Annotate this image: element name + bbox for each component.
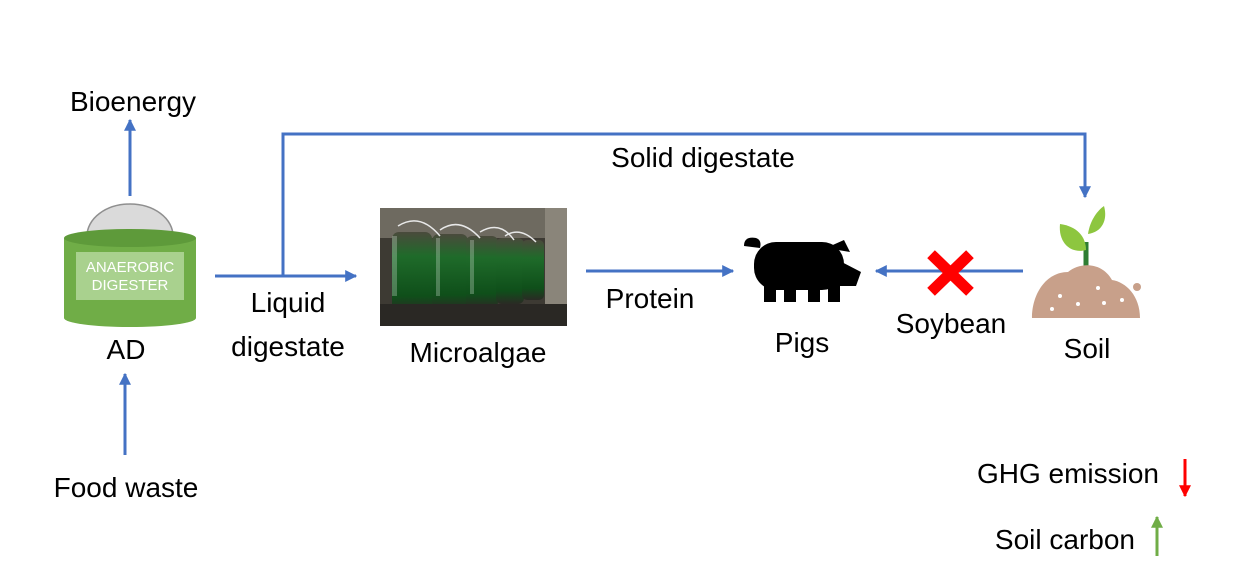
node-soil-label: Soil	[1064, 333, 1111, 364]
node-pigs-label: Pigs	[775, 327, 829, 358]
legend-soil-carbon-label: Soil carbon	[995, 524, 1135, 555]
arrow-solid-digestate	[281, 132, 1091, 276]
anaerobic-digester-icon: ANAEROBIC DIGESTER	[64, 203, 196, 327]
pig-icon	[744, 237, 861, 302]
node-bioenergy-label: Bioenergy	[70, 86, 196, 117]
edge-solid-digestate-label: Solid digestate	[611, 142, 795, 173]
node-microalgae-label: Microalgae	[410, 337, 547, 368]
edge-liquid-label-line2: digestate	[231, 331, 345, 362]
edge-protein-label: Protein	[606, 283, 695, 314]
digester-label-line2: DIGESTER	[92, 277, 169, 294]
digester-label-line1: ANAEROBIC	[86, 259, 175, 276]
edge-liquid-label-line1: Liquid	[251, 287, 326, 318]
node-ad-label: AD	[107, 334, 146, 365]
microalgae-photobioreactor-photo	[380, 208, 567, 326]
legend-ghg-label: GHG emission	[977, 458, 1159, 489]
edge-soybean-label: Soybean	[896, 308, 1007, 339]
node-food-waste-label: Food waste	[54, 472, 199, 503]
sprout-soil-icon	[1032, 206, 1141, 318]
cross-icon	[927, 250, 974, 296]
